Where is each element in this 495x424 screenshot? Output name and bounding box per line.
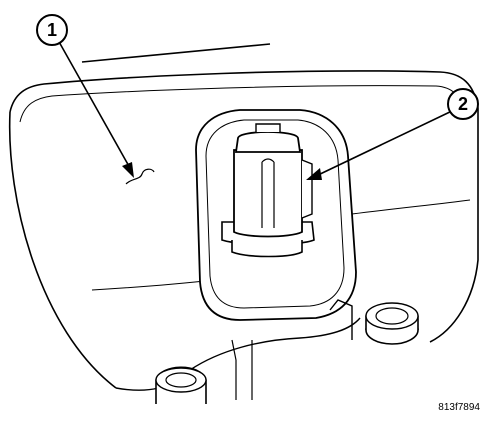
callout-1-leader	[57, 39, 131, 169]
connector-body	[233, 149, 303, 238]
callout-1-arrowhead	[122, 162, 134, 178]
lens-surface-mark	[125, 168, 155, 185]
bottom-body-edge	[115, 317, 361, 391]
center-lower-post	[231, 339, 253, 400]
callout-2-leader	[315, 109, 455, 177]
connector-lock-tab	[255, 123, 281, 132]
socket-recess-inner	[205, 119, 345, 309]
upper-edge-line	[81, 43, 271, 63]
callout-2-arrowhead	[306, 168, 322, 180]
housing-outer-outline	[9, 70, 479, 343]
connector-ridge-top	[261, 158, 275, 163]
connector-side-latch	[301, 159, 313, 219]
callout-2-circle	[447, 88, 479, 120]
callout-2-number: 2	[458, 94, 468, 114]
lower-body-contour	[91, 279, 215, 291]
right-mounting-grommet	[365, 302, 419, 345]
callout-1-circle	[36, 14, 68, 46]
figure-id: 813f7894	[438, 402, 480, 413]
connector-top-cap	[234, 131, 302, 153]
callout-1-number: 1	[47, 20, 57, 40]
housing-left-side	[8, 111, 117, 389]
connector-base-ring	[231, 240, 303, 258]
housing-inner-rim	[19, 85, 465, 123]
lower-mounting-tab	[329, 299, 353, 340]
right-body-contour	[351, 199, 471, 215]
left-mounting-grommet	[155, 366, 207, 404]
